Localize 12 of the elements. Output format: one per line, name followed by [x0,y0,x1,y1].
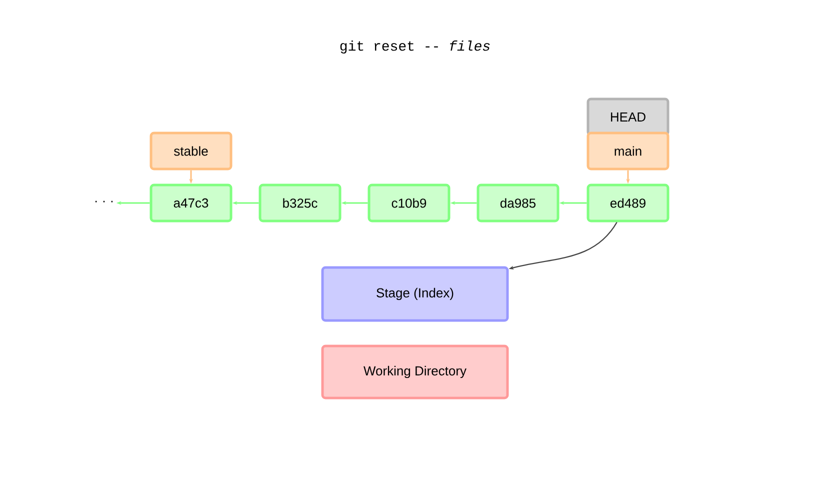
label-box: HEAD [586,98,670,136]
branch-box: main [586,132,670,170]
branch-box: stable [150,132,232,170]
title: git reset -- files [340,40,490,54]
commit-box: ed489 [586,184,670,222]
commit-box: b325c [258,184,342,222]
area-box: Stage (Index) [321,266,509,322]
commit-box: c10b9 [368,184,450,222]
commit-box: a47c3 [150,184,232,222]
commit-box: da985 [476,184,560,222]
ellipsis-text: · · · [95,200,113,202]
area-box: Working Directory [321,344,509,400]
